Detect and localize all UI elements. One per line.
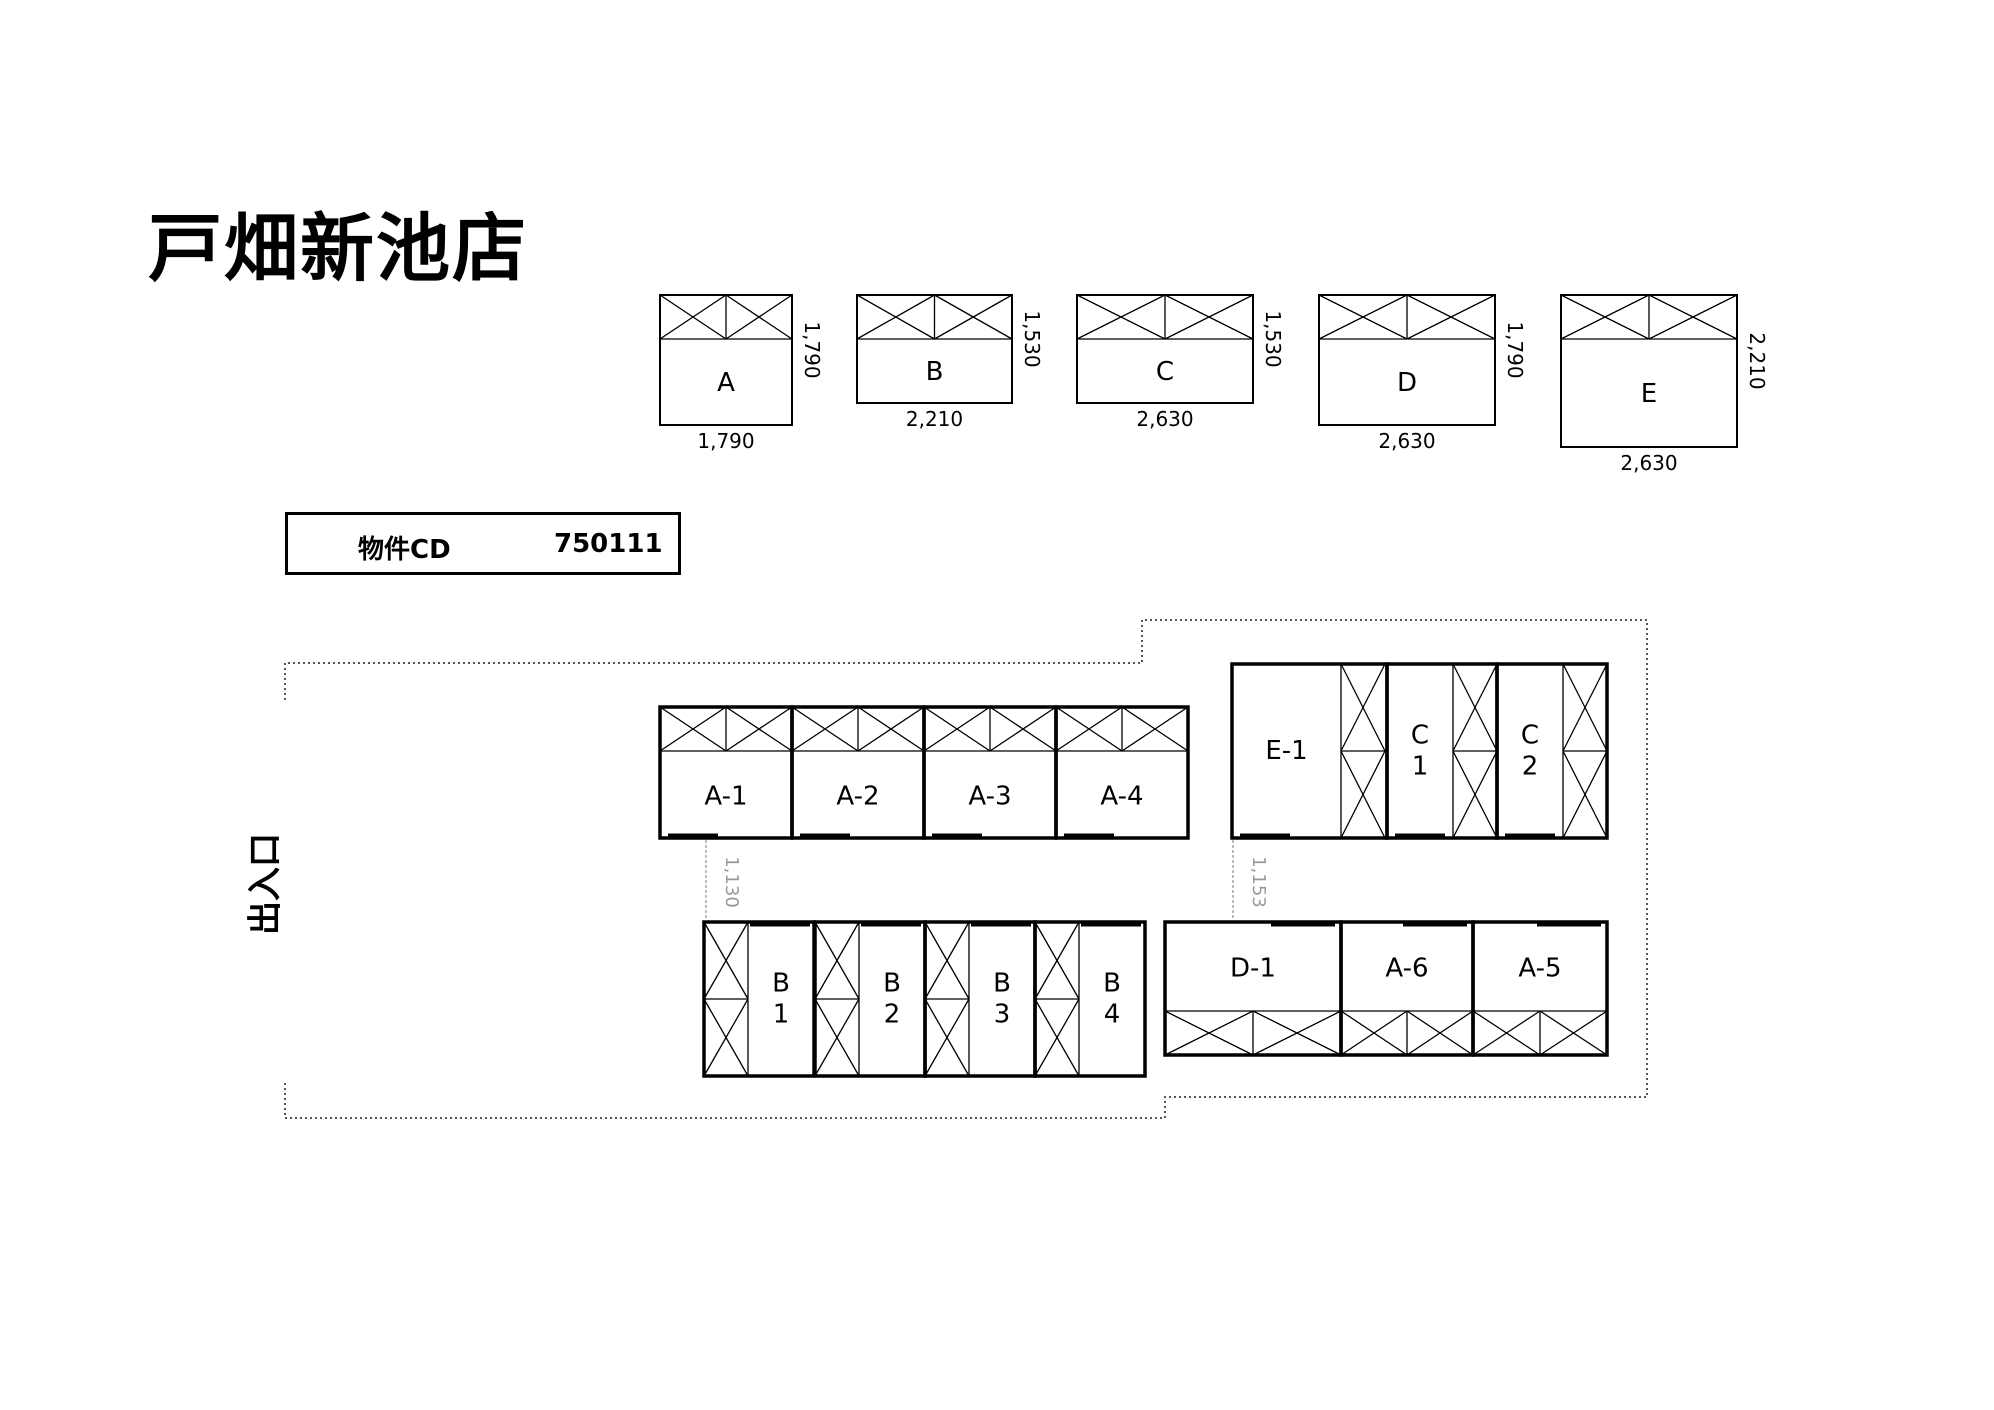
- site-boundary: [284, 619, 1648, 1119]
- property-code-box: 物件CD 750111: [285, 512, 681, 575]
- unit-type-name: B: [926, 357, 944, 387]
- aisle-dimension: 1,130: [705, 840, 742, 920]
- unit-type-b: B 2,210 1,530: [856, 294, 1044, 431]
- door-cross-icon: [1340, 663, 1386, 839]
- unit-label: A-6: [1385, 954, 1428, 984]
- aisle-width-label: 1,153: [1248, 856, 1269, 908]
- door-cross-icon: [1452, 663, 1498, 839]
- door-cross-icon: [1164, 1010, 1342, 1056]
- door-cross-icon: [1034, 921, 1080, 1077]
- property-code-label: 物件CD: [358, 535, 451, 565]
- aisle-dimension: 1,153: [1232, 840, 1269, 920]
- door-cross-icon: [1562, 663, 1608, 839]
- door-cross-icon: [814, 921, 860, 1077]
- unit-type-depth: 1,530: [1020, 310, 1044, 367]
- door-cross-icon: [924, 921, 970, 1077]
- unit-label: A-4: [1100, 782, 1143, 812]
- property-code-value: 750111: [554, 529, 663, 559]
- storage-unit: E-1: [1230, 662, 1389, 840]
- unit-type-a: A 1,790 1,790: [659, 294, 824, 453]
- unit-type-width: 2,630: [1620, 451, 1677, 475]
- unit-label: D-1: [1230, 954, 1276, 984]
- unit-type-name: E: [1641, 379, 1657, 409]
- unit-label: A-5: [1518, 954, 1561, 984]
- unit-label: A-2: [836, 782, 879, 812]
- door-cross-icon: [659, 294, 793, 340]
- unit-type-depth: 1,790: [800, 321, 824, 378]
- door-cross-icon: [703, 921, 749, 1077]
- unit-type-width: 2,630: [1378, 429, 1435, 453]
- unit-type-depth: 1,530: [1261, 310, 1285, 367]
- unit-type-width: 2,210: [906, 407, 963, 431]
- unit-row-a: A-1 A-2 A-3 A-4: [658, 705, 1190, 840]
- unit-type-name: A: [717, 368, 735, 398]
- unit-type-e: E 2,630 2,210: [1560, 294, 1769, 475]
- storage-unit: A-4: [1054, 705, 1190, 840]
- storage-unit: D-1: [1163, 920, 1343, 1057]
- unit-label: A-1: [704, 782, 747, 812]
- aisle-width-label: 1,130: [721, 856, 742, 908]
- unit-type-width: 1,790: [697, 429, 754, 453]
- store-title: 戸畑新池店: [148, 206, 528, 292]
- unit-type-d: D 2,630 1,790: [1318, 294, 1527, 453]
- door-cross-icon: [1340, 1010, 1474, 1056]
- unit-label: A-3: [968, 782, 1011, 812]
- storage-unit: A-3: [922, 705, 1058, 840]
- door-cross-icon: [1055, 706, 1189, 752]
- unit-type-c: C 2,630 1,530: [1076, 294, 1285, 431]
- door-cross-icon: [856, 294, 1013, 340]
- door-cross-icon: [1560, 294, 1738, 340]
- storage-unit: A-2: [790, 705, 926, 840]
- storage-unit: A-5: [1471, 920, 1609, 1057]
- door-cross-icon: [1076, 294, 1254, 340]
- unit-label: E-1: [1265, 736, 1307, 766]
- storage-unit: A-1: [658, 705, 794, 840]
- door-cross-icon: [791, 706, 925, 752]
- unit-row-da: D-1 A-6 A-5: [1163, 920, 1609, 1057]
- door-cross-icon: [1472, 1010, 1608, 1056]
- unit-type-name: C: [1156, 357, 1174, 387]
- door-cross-icon: [1318, 294, 1496, 340]
- door-cross-icon: [923, 706, 1057, 752]
- unit-type-depth: 1,790: [1503, 321, 1527, 378]
- unit-type-name: D: [1397, 368, 1417, 398]
- storage-unit: A-6: [1339, 920, 1475, 1057]
- door-cross-icon: [659, 706, 793, 752]
- unit-type-width: 2,630: [1136, 407, 1193, 431]
- unit-type-depth: 2,210: [1745, 332, 1769, 389]
